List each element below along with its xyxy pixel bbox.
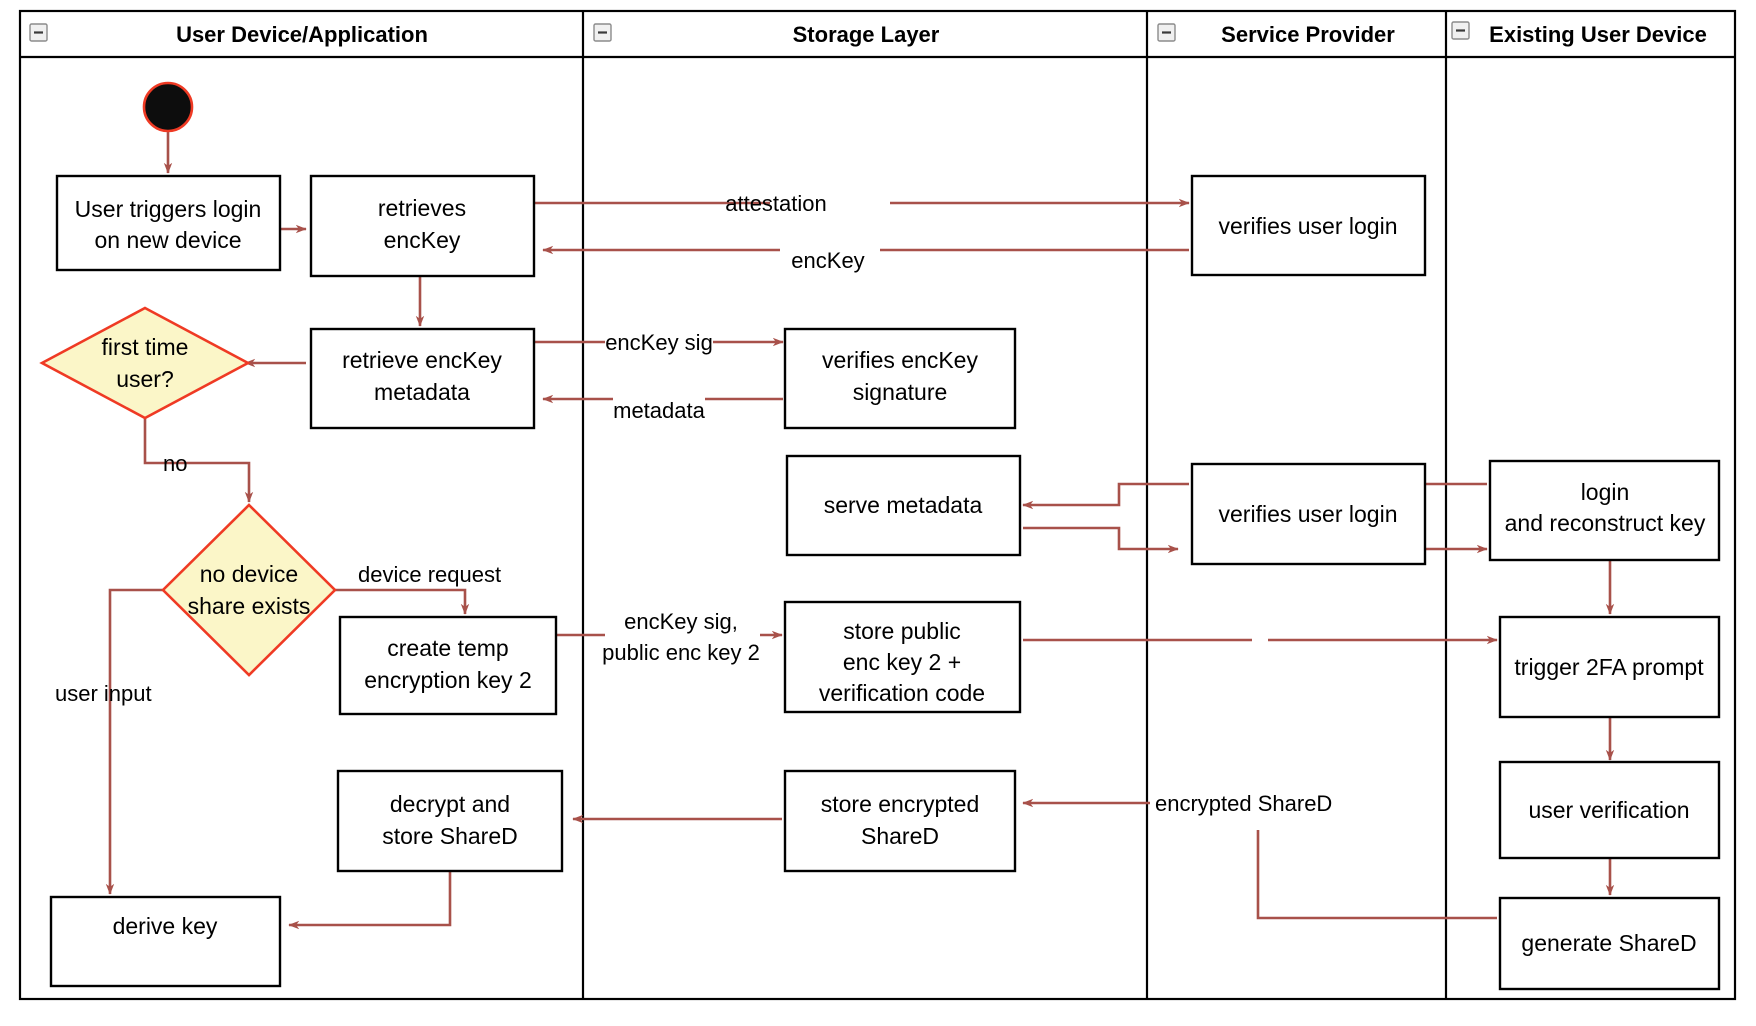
node-label-line: user verification bbox=[1528, 797, 1689, 823]
edge-label-enckey: encKey bbox=[791, 248, 864, 273]
node-verifies-user-login-1[interactable]: verifies user login bbox=[1190, 174, 1427, 277]
edge-user-input bbox=[105, 588, 166, 895]
node-label-line: store public bbox=[843, 618, 961, 644]
lane-title-existing-device: Existing User Device bbox=[1489, 22, 1707, 47]
node-label-line: derive key bbox=[113, 913, 218, 939]
node-label-line: verifies user login bbox=[1219, 501, 1398, 527]
collapse-minus-icon[interactable] bbox=[1451, 21, 1470, 40]
node-label-line: signature bbox=[853, 379, 948, 405]
node-store-public-enc-key-2[interactable]: store public enc key 2 + verification co… bbox=[783, 600, 1022, 714]
node-label-line: metadata bbox=[374, 379, 470, 405]
edge-sp2-to-servemetadata bbox=[1022, 482, 1189, 510]
node-label-line: first time bbox=[102, 334, 189, 360]
edge-labels-layer: attestation encKey encKey sig metadata n… bbox=[55, 191, 1332, 816]
node-label-line: user? bbox=[116, 366, 174, 392]
node-label-line: on new device bbox=[94, 227, 241, 253]
node-start[interactable] bbox=[142, 81, 194, 133]
collapse-minus-icon[interactable] bbox=[593, 23, 612, 42]
edge-label-encrypted-shared: encrypted ShareD bbox=[1155, 791, 1332, 816]
node-label-line: generate ShareD bbox=[1521, 930, 1696, 956]
edge-label-no: no bbox=[163, 451, 187, 476]
node-create-temp-encryption-key-2[interactable]: create temp encryption key 2 bbox=[338, 615, 558, 716]
node-login-and-reconstruct-key[interactable]: login and reconstruct key bbox=[1488, 459, 1721, 562]
node-label-line: login bbox=[1581, 479, 1630, 505]
node-label-line: serve metadata bbox=[824, 492, 983, 518]
node-user-verification[interactable]: user verification bbox=[1498, 760, 1721, 860]
lane-title-storage: Storage Layer bbox=[793, 22, 940, 47]
edge-label-enckey-sig: encKey sig bbox=[605, 330, 713, 355]
edge-encshared-vert bbox=[1256, 840, 1497, 920]
edge-label-user-input: user input bbox=[55, 681, 152, 706]
edge-servemetadata-to-sp2 bbox=[1023, 526, 1179, 554]
node-verifies-enckey-signature[interactable]: verifies encKey signature bbox=[783, 327, 1017, 430]
node-store-encrypted-shared[interactable]: store encrypted ShareD bbox=[783, 769, 1017, 873]
edge-label-device-request: device request bbox=[358, 562, 501, 587]
node-retrieve-enckey-metadata[interactable]: retrieve encKey metadata bbox=[309, 327, 536, 430]
edge-label-enckey-sig-line1: encKey sig, bbox=[624, 609, 738, 634]
node-label-line: verifies user login bbox=[1219, 213, 1398, 239]
collapse-minus-icon[interactable] bbox=[1157, 23, 1176, 42]
node-label-line: decrypt and bbox=[390, 791, 510, 817]
node-label-line: share exists bbox=[188, 593, 311, 619]
edge-label-attestation: attestation bbox=[725, 191, 827, 216]
edge-firsttime-no bbox=[143, 418, 254, 503]
node-label-line: ShareD bbox=[861, 823, 939, 849]
node-no-device-share-exists[interactable]: no device share exists bbox=[161, 503, 337, 677]
node-label-line: verification code bbox=[819, 680, 985, 706]
collapse-minus-icon[interactable] bbox=[29, 23, 48, 42]
node-label-line: trigger 2FA prompt bbox=[1514, 654, 1704, 680]
lane-header-storage[interactable]: Storage Layer bbox=[593, 22, 940, 47]
node-retrieves-enckey[interactable]: retrieves encKey bbox=[309, 174, 536, 278]
lane-title-service-provider: Service Provider bbox=[1221, 22, 1395, 47]
edges-layer bbox=[105, 128, 1615, 930]
node-label-line: retrieves bbox=[378, 195, 466, 221]
node-label-line: no device bbox=[200, 561, 298, 587]
node-label-line: encKey bbox=[384, 227, 461, 253]
node-trigger-2fa-prompt[interactable]: trigger 2FA prompt bbox=[1498, 615, 1721, 719]
node-label-line: encryption key 2 bbox=[364, 667, 531, 693]
node-generate-shared[interactable]: generate ShareD bbox=[1498, 896, 1721, 991]
node-derive-key[interactable]: derive key bbox=[49, 895, 282, 988]
node-user-triggers-login[interactable]: User triggers login on new device bbox=[55, 174, 282, 272]
edge-device-request bbox=[332, 588, 470, 615]
lane-header-user-device[interactable]: User Device/Application bbox=[29, 22, 428, 47]
edge-decrypt-to-derivekey bbox=[288, 872, 452, 930]
node-label-line: and reconstruct key bbox=[1505, 510, 1706, 536]
node-label-line: create temp bbox=[387, 635, 508, 661]
node-label-line: retrieve encKey bbox=[342, 347, 502, 373]
node-label-line: store encrypted bbox=[821, 791, 980, 817]
node-decrypt-and-store-shared[interactable]: decrypt and store ShareD bbox=[336, 769, 564, 873]
node-serve-metadata[interactable]: serve metadata bbox=[785, 454, 1022, 557]
lane-title-user-device: User Device/Application bbox=[176, 22, 428, 47]
lane-header-service-provider[interactable]: Service Provider bbox=[1157, 22, 1395, 47]
edge-label-public-enc-key-2-line2: public enc key 2 bbox=[602, 640, 760, 665]
node-label-line: User triggers login bbox=[75, 196, 262, 222]
swimlane-frame bbox=[18, 9, 1737, 1001]
node-label-line: verifies encKey bbox=[822, 347, 978, 373]
node-verifies-user-login-2[interactable]: verifies user login bbox=[1190, 462, 1427, 566]
edge-label-metadata: metadata bbox=[613, 398, 705, 423]
node-label-line: enc key 2 + bbox=[843, 649, 961, 675]
node-label-line: store ShareD bbox=[382, 823, 518, 849]
lane-header-existing-device[interactable]: Existing User Device bbox=[1451, 21, 1707, 47]
node-first-time-user[interactable]: first time user? bbox=[39, 306, 251, 420]
